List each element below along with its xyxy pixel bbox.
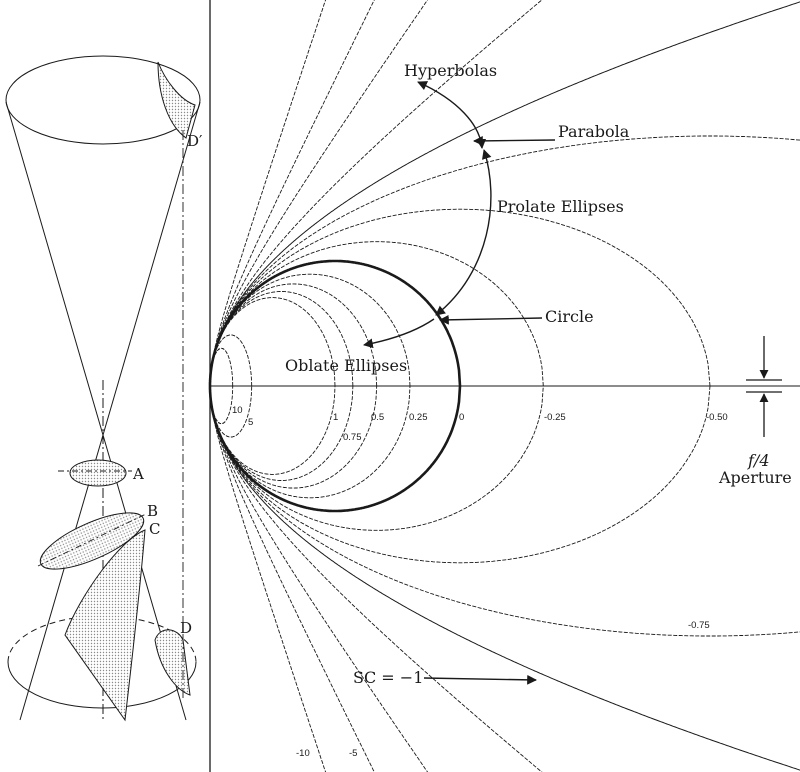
- label-d: D: [180, 619, 192, 637]
- prolate-arc-arrow: [435, 149, 492, 316]
- label-sc: SC = −1: [353, 668, 423, 687]
- value-label-neg-0-75: -0.75: [688, 620, 710, 631]
- section-d-prime-hyperbola: [157, 61, 196, 139]
- label-aperture: Aperture: [718, 468, 792, 487]
- section-c-parabola: [64, 529, 146, 722]
- value-label-neg-0-50: -0.50: [706, 412, 728, 423]
- value-label-0-25: 0.25: [409, 412, 428, 423]
- value-label-0-75: 0.75: [343, 432, 362, 443]
- label-prolate-ellipses: Prolate Ellipses: [497, 197, 624, 216]
- value-label-neg-0-25: -0.25: [544, 412, 566, 423]
- label-aperture-ratio: f/4: [747, 451, 770, 470]
- label-hyperbolas: Hyperbolas: [404, 61, 497, 80]
- circle-leader-arrow: [439, 314, 543, 325]
- value-label-0-5: 0.5: [371, 412, 384, 423]
- label-c: C: [149, 520, 160, 538]
- section-b-ellipse: [37, 512, 147, 570]
- hyperbola-neg-10: [209, 0, 327, 772]
- label-parabola: Parabola: [558, 122, 630, 141]
- prolate-ellipse-neg-0-50: [209, 208, 711, 564]
- parabola-leader-arrow: [473, 135, 556, 146]
- hyperbolas-arc-arrow: [417, 81, 487, 149]
- oblate-arc-arrow: [363, 318, 435, 349]
- oblate-ellipse-1: [209, 297, 336, 475]
- cone-top-rim: [5, 55, 201, 145]
- label-circle: Circle: [545, 307, 594, 326]
- sc-leader-arrow: [423, 674, 537, 685]
- value-label-0: 0: [459, 412, 464, 423]
- section-d-hyperbola: [154, 629, 191, 696]
- section-a-circle: [58, 459, 132, 487]
- label-d-prime: D′: [187, 132, 203, 150]
- value-label-1: 1: [333, 412, 338, 423]
- hyperbola-neg-3: [209, 0, 429, 772]
- cone-generator-right: [19, 101, 201, 721]
- label-oblate-ellipses: Oblate Ellipses: [285, 356, 407, 375]
- oblate-ellipse-0-75: [209, 291, 354, 481]
- value-label-neg-10: -10: [296, 748, 310, 759]
- value-label-5: 5: [248, 417, 253, 428]
- oblate-ellipse-5: [209, 334, 253, 438]
- label-a: A: [132, 465, 144, 483]
- aperture-marker: [746, 336, 782, 437]
- label-b: B: [147, 502, 158, 520]
- value-label-neg-5: -5: [349, 748, 357, 759]
- cone-generator-left: [5, 101, 187, 721]
- oblate-ellipse-10: [209, 347, 234, 425]
- value-label-10: 10: [232, 405, 243, 416]
